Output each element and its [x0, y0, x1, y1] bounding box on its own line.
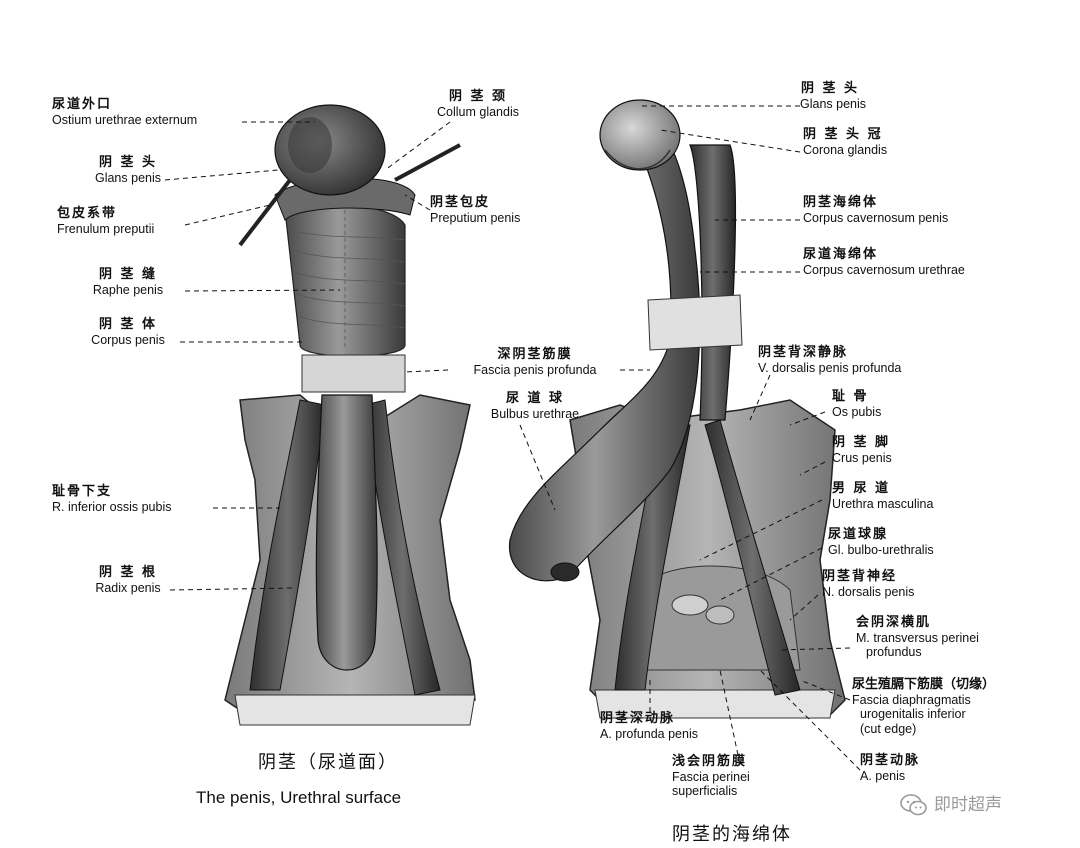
label-fascia-superficialis: 浅会阴筋膜 Fascia perinei superficialis: [672, 755, 750, 799]
left-fascia-band: [302, 355, 405, 392]
left-bulb: [316, 395, 377, 670]
label-fascia-profunda: 深阴茎筋膜 Fascia penis profunda: [450, 348, 620, 377]
left-perineal-base: [235, 695, 475, 725]
label-corpus: 阴 茎 体 Corpus penis: [78, 318, 178, 347]
label-fascia-diaphragmatis: 尿生殖膈下筋膜（切缘） Fascia diaphragmatis urogeni…: [852, 678, 995, 736]
label-radix: 阴 茎 根 Radix penis: [78, 566, 178, 595]
caption-right-zh: 阴茎的海绵体: [672, 820, 792, 846]
label-collum: 阴 茎 颈 Collum glandis: [418, 90, 538, 119]
watermark-text: 即时超声: [934, 795, 1002, 815]
label-preputium: 阴茎包皮 Preputium penis: [430, 196, 520, 225]
label-frenulum: 包皮系带 Frenulum preputii: [57, 207, 154, 236]
label-crus: 阴 茎 脚 Crus penis: [832, 436, 892, 465]
label-a-profunda: 阴茎深动脉 A. profunda penis: [600, 712, 698, 741]
wechat-icon: [900, 794, 928, 816]
label-v-dorsalis: 阴茎背深静脉 V. dorsalis penis profunda: [758, 346, 901, 375]
caption-left-en: The penis, Urethral surface: [196, 788, 401, 808]
label-os-pubis: 耻 骨 Os pubis: [832, 390, 881, 419]
label-n-dorsalis: 阴茎背神经 N. dorsalis penis: [822, 570, 914, 599]
caption-left-zh: 阴茎（尿道面）: [258, 748, 398, 774]
right-fascia-band: [648, 295, 742, 350]
right-glans: [600, 100, 680, 170]
label-r-inferior: 耻骨下支 R. inferior ossis pubis: [52, 485, 172, 514]
label-glans-left: 阴 茎 头 Glans penis: [78, 156, 178, 185]
label-cc-penis: 阴茎海绵体 Corpus cavernosum penis: [803, 196, 948, 225]
label-bulbus: 尿 道 球 Bulbus urethrae: [470, 392, 600, 421]
label-corona: 阴 茎 头 冠 Corona glandis: [803, 128, 887, 157]
watermark: 即时超声: [900, 790, 1002, 816]
label-ostium: 尿道外口 Ostium urethrae externum: [52, 98, 197, 127]
label-raphe: 阴 茎 缝 Raphe penis: [78, 268, 178, 297]
label-gl-bulbo: 尿道球腺 Gl. bulbo-urethralis: [828, 528, 934, 557]
label-urethra: 男 尿 道 Urethra masculina: [832, 482, 933, 511]
label-m-transversus: 会阴深横肌 M. transversus perinei profundus: [856, 616, 979, 660]
label-a-penis: 阴茎动脉 A. penis: [860, 754, 920, 783]
label-cc-urethrae: 尿道海绵体 Corpus cavernosum urethrae: [803, 248, 965, 277]
label-glans-right: 阴 茎 头 Glans penis: [800, 82, 860, 111]
